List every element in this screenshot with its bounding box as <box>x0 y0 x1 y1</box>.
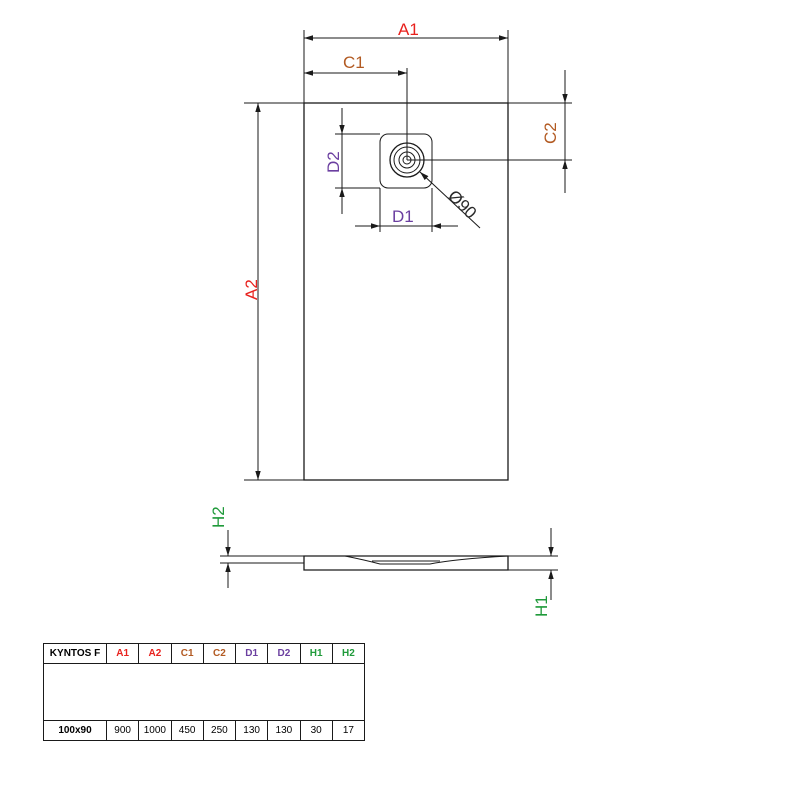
table-header-a1: A1 <box>105 643 140 664</box>
table-header-model: KYNTOS F <box>43 643 107 664</box>
label-a1: A1 <box>398 20 419 39</box>
table-header-h2: H2 <box>331 643 366 664</box>
table-header-c2: C2 <box>202 643 237 664</box>
table-header-row: KYNTOS F A1 A2 C1 C2 D1 D2 H1 H2 <box>43 643 366 664</box>
label-h1: H1 <box>532 595 551 617</box>
label-c2: C2 <box>541 122 560 144</box>
table-header-h1: H1 <box>299 643 333 664</box>
label-drain-diameter: Ø90 <box>444 186 480 222</box>
table-cell-h2: 17 <box>331 720 366 741</box>
table-row: 100x90 900 1000 450 250 130 130 30 17 <box>43 720 366 741</box>
dimension-drain-diameter: Ø90 <box>419 171 481 229</box>
table-cell-d1: 130 <box>234 720 269 741</box>
table-cell-c1: 450 <box>170 720 204 741</box>
dimension-a1: A1 <box>303 20 509 103</box>
table-cell-d2: 130 <box>267 720 301 741</box>
table-header-a2: A2 <box>138 643 172 664</box>
table-blank-cell <box>43 663 365 721</box>
table-cell-h1: 30 <box>299 720 333 741</box>
drain-housing <box>379 133 433 189</box>
label-c1: C1 <box>343 53 365 72</box>
dimension-a2: A2 <box>242 102 304 481</box>
dimension-h1: H1 <box>508 528 558 617</box>
table-cell-a1: 900 <box>105 720 140 741</box>
label-d1: D1 <box>392 207 414 226</box>
table-cell-model: 100x90 <box>43 720 107 741</box>
label-h2: H2 <box>209 506 228 528</box>
tray-side-view <box>303 555 509 571</box>
label-d2: D2 <box>324 151 343 173</box>
dimension-c2: C2 <box>407 70 572 193</box>
dimension-d1: D1 <box>355 188 458 232</box>
dimension-h2: H2 <box>209 506 304 588</box>
dimension-d2: D2 <box>324 108 380 214</box>
dimensions-table: KYNTOS F A1 A2 C1 C2 D1 D2 H1 H2 100x90 … <box>43 643 366 741</box>
table-cell-c2: 250 <box>202 720 237 741</box>
table-header-d1: D1 <box>234 643 269 664</box>
label-a2: A2 <box>242 279 261 300</box>
table-header-d2: D2 <box>267 643 301 664</box>
table-cell-a2: 1000 <box>138 720 172 741</box>
table-blank-row <box>43 663 365 721</box>
dimension-c1: C1 <box>304 53 408 160</box>
tray-top-view <box>303 102 509 481</box>
table-header-c1: C1 <box>170 643 204 664</box>
